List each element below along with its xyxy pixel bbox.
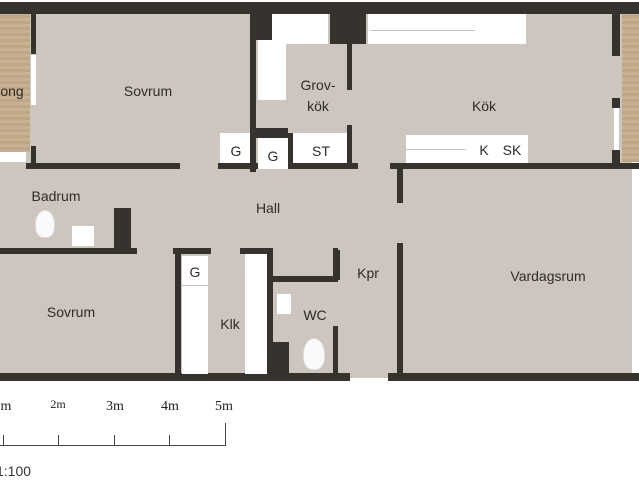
- scale-tick-1: [3, 435, 4, 445]
- room-label-hall: Hall: [255, 200, 281, 216]
- wall-kitchen-right-c: [612, 150, 620, 168]
- wall-wc-block: [273, 342, 289, 376]
- toilet-badrum: [35, 210, 55, 238]
- grovkok-counter-top: [272, 14, 328, 44]
- wall-grovkok-block2: [330, 12, 366, 44]
- scale-tick-5: [225, 423, 226, 445]
- wall-g2-right: [288, 133, 293, 169]
- scale-label-1m: m: [0, 399, 12, 414]
- wall-vardagsrum-left-a: [397, 163, 403, 203]
- wardrobe-g2: [258, 138, 288, 169]
- wardrobe-g3-line: [182, 285, 208, 286]
- wall-sovrum-left-a: [31, 12, 36, 54]
- room-label-badrum: Badrum: [31, 188, 81, 204]
- fixture-label-k: K: [479, 142, 489, 158]
- room-label-vardagsrum: Vardagsrum: [510, 268, 586, 284]
- scale-bar: m 2m 3m 4m 5m 1:100: [0, 385, 639, 480]
- kitchen-counter-top: [368, 14, 526, 44]
- wall-kitchen-right-b: [612, 98, 620, 108]
- wardrobe-st: [293, 133, 347, 163]
- wall-st-right: [347, 125, 352, 169]
- wardrobe-g1: [220, 133, 250, 163]
- balcony-left-gap: [0, 152, 26, 162]
- scale-tick-3: [114, 435, 115, 445]
- wall-wc-left: [267, 248, 273, 378]
- wall-bottom-right: [388, 373, 639, 381]
- fixture-label-g3: G: [189, 264, 201, 280]
- fixture-label-sk: SK: [502, 142, 522, 158]
- wall-badrum-bottom: [0, 248, 137, 254]
- wall-wc-top: [270, 276, 336, 282]
- wall-badrum-block: [114, 208, 131, 250]
- scale-ratio: 1:100: [0, 463, 32, 479]
- wardrobe-klk-right: [245, 254, 267, 374]
- scale-tick-4: [169, 435, 170, 445]
- fixture-label-g2: G: [267, 148, 279, 164]
- wall-sovrum-bottom: [26, 163, 180, 169]
- room-label-balkong: ong: [0, 83, 24, 99]
- fixture-label-st: ST: [312, 143, 330, 159]
- kitchen-counter-bottom-line: [406, 149, 466, 150]
- balcony-left: [0, 12, 30, 152]
- room-label-kok: Kök: [471, 98, 497, 114]
- scale-label-3m: 3m: [106, 399, 124, 414]
- wall-vardagsrum-left-b: [397, 243, 403, 378]
- kitchen-counter-line: [370, 30, 475, 31]
- wall-top: [0, 2, 639, 14]
- wall-kitchen-right-a: [612, 12, 620, 56]
- scale-label-4m: 4m: [161, 399, 179, 414]
- scale-label-2m: 2m: [50, 397, 66, 411]
- room-label-grovkok-2: kök: [307, 98, 329, 114]
- fixture-label-g1: G: [230, 143, 242, 159]
- window-right: [614, 108, 619, 150]
- room-label-sovrum-top: Sovrum: [123, 83, 173, 99]
- balcony-right: [622, 12, 639, 162]
- grovkok-counter-left: [258, 40, 286, 100]
- room-label-grovkok-1: Grov-: [300, 77, 336, 93]
- wall-sovrum-right: [250, 12, 256, 172]
- floor-plan: ong Sovrum Grov- kök Kök Badrum Hall Sov…: [0, 2, 639, 381]
- wall-klk-top-right: [240, 248, 270, 254]
- room-label-wc: WC: [303, 307, 327, 323]
- wall-klk-top-left: [173, 248, 211, 254]
- wall-grovkok-topblock: [250, 12, 272, 40]
- wall-klk-left: [175, 250, 181, 378]
- sink-badrum: [72, 226, 94, 246]
- sink-wc: [277, 294, 291, 314]
- wall-grovkok-right-a: [347, 44, 352, 90]
- wall-kpr-left: [335, 250, 340, 280]
- scale-tick-2: [58, 435, 59, 445]
- room-label-klk: Klk: [220, 316, 240, 332]
- wall-wc-right-b: [333, 326, 338, 376]
- wardrobe-g3: [182, 256, 208, 374]
- toilet-wc: [303, 338, 325, 370]
- scale-label-5m: 5m: [215, 399, 233, 414]
- window-left: [31, 55, 36, 105]
- wall-sovrum-left-b: [31, 146, 36, 166]
- wall-kitchen-bottom: [390, 163, 639, 169]
- floor-main: [0, 12, 632, 378]
- scale-line: [0, 445, 226, 446]
- wall-g2-top: [256, 133, 292, 138]
- room-label-sovrum-bottom: Sovrum: [46, 304, 96, 320]
- wall-grovkok-bottom: [256, 128, 288, 133]
- room-label-kpr: Kpr: [357, 265, 379, 281]
